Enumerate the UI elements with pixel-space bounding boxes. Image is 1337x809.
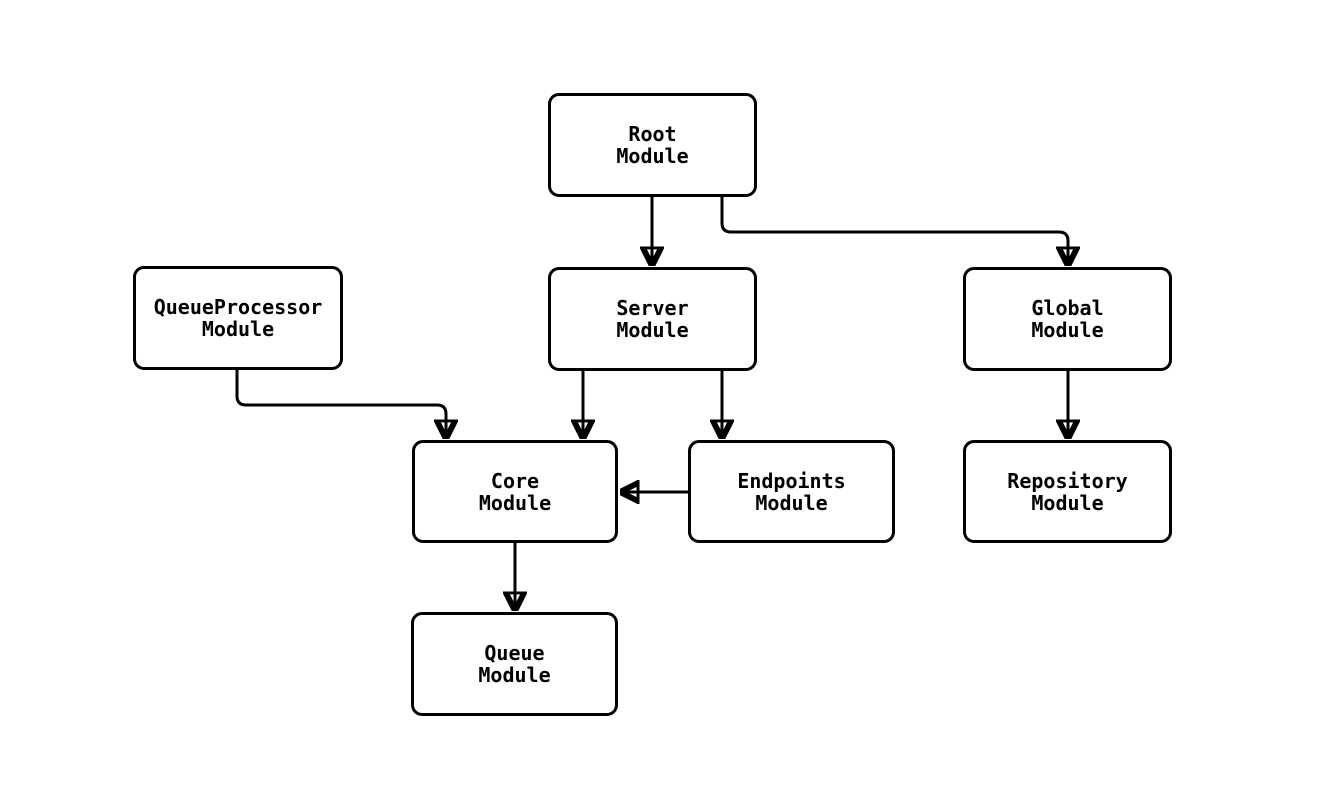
node-server-module-label: Server Module xyxy=(616,296,689,342)
node-repository-module: Repository Module xyxy=(963,440,1172,543)
node-core-module: Core Module xyxy=(412,440,618,543)
node-queueprocessor-module: QueueProcessor Module xyxy=(133,266,343,370)
edge-root-to-global xyxy=(720,197,1068,266)
edge-queueprocessor-to-core xyxy=(235,370,446,439)
node-root-module: Root Module xyxy=(548,93,757,197)
node-queueprocessor-module-label: QueueProcessor Module xyxy=(153,295,323,341)
node-queue-module-label: Queue Module xyxy=(478,641,551,687)
node-repository-module-label: Repository Module xyxy=(1007,468,1128,515)
node-queue-module: Queue Module xyxy=(411,612,618,716)
node-root-module-label: Root Module xyxy=(616,122,689,168)
node-core-module-label: Core Module xyxy=(478,468,552,515)
node-endpoints-module: Endpoints Module xyxy=(688,440,895,543)
node-endpoints-module-label: Endpoints Module xyxy=(737,468,846,515)
node-global-module: Global Module xyxy=(963,267,1172,371)
node-global-module-label: Global Module xyxy=(1031,296,1104,342)
node-server-module: Server Module xyxy=(548,267,757,371)
